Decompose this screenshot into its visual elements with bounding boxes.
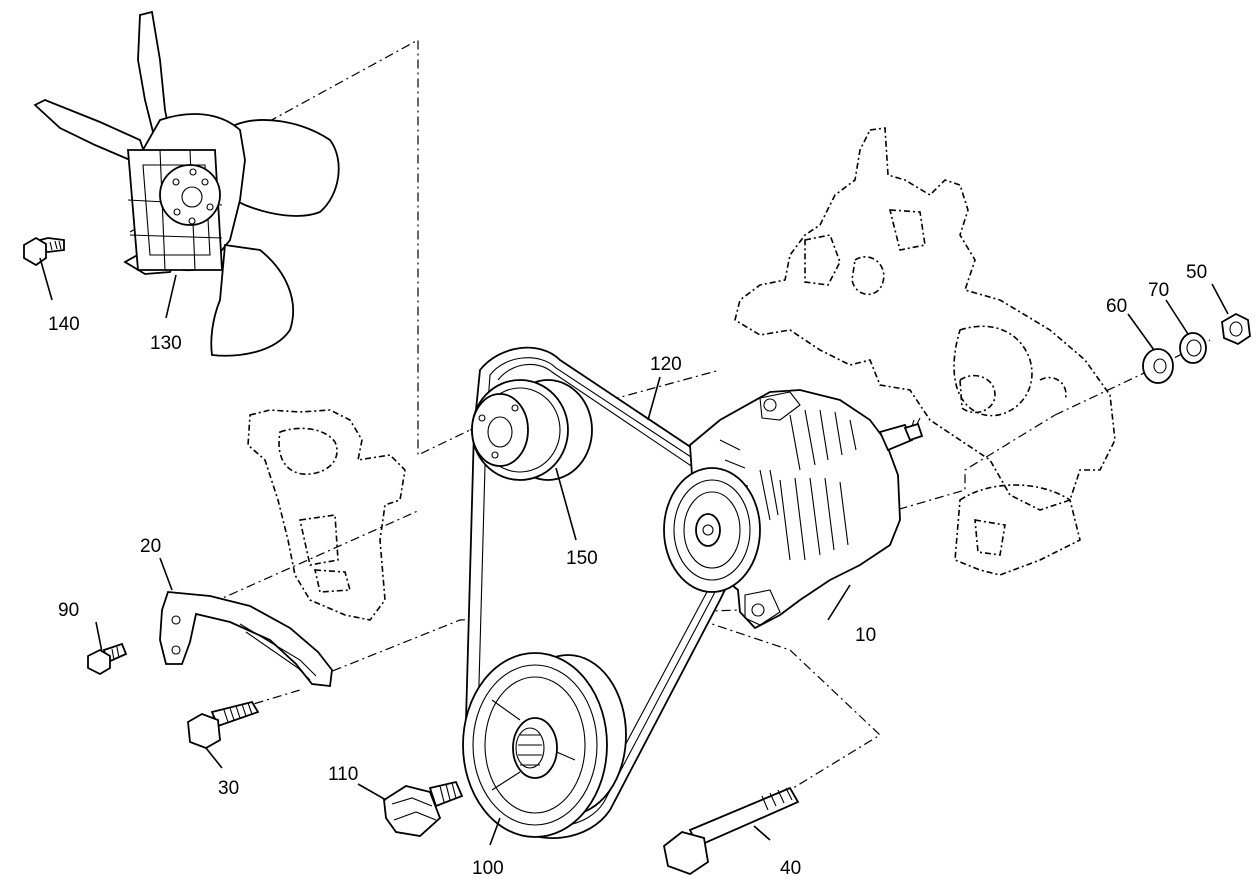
crank-pulley [462,652,627,838]
bolt-40 [663,786,800,876]
callout-130: 130 [150,333,182,354]
bolt-90 [87,642,128,676]
callout-50: 50 [1186,262,1207,283]
engine-housing-outline [734,127,1116,576]
callout-labels: 10 20 30 40 50 60 70 90 100 110 120 130 … [48,262,1207,879]
callout-140: 140 [48,314,80,335]
cooling-fan [33,10,340,357]
bolt-30 [187,700,260,749]
callout-70: 70 [1148,280,1169,301]
callout-10: 10 [855,625,876,646]
adjusting-bracket [159,591,333,687]
callout-120: 120 [650,354,682,375]
alternator [663,389,924,630]
callout-110: 110 [328,764,358,785]
callout-100: 100 [472,858,504,879]
washer-60 [1142,348,1174,384]
callout-60: 60 [1106,296,1127,317]
water-pump-housing [247,409,406,621]
water-pump-pulley [471,379,593,481]
callout-leaders [39,257,1229,846]
nut-50 [1221,312,1251,346]
lock-washer-70 [1179,332,1207,364]
callout-90: 90 [58,600,79,621]
callout-20: 20 [140,536,161,557]
callout-150: 150 [566,548,598,569]
bolt-110 [383,780,464,837]
bolt-140 [23,236,65,267]
callout-30: 30 [218,778,239,799]
callout-40: 40 [780,858,801,879]
